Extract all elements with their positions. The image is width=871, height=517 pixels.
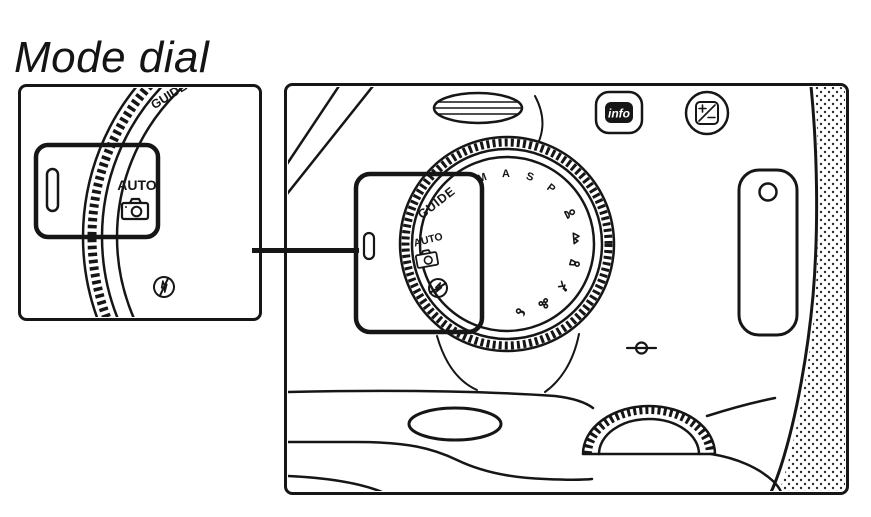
inset-drawing: GUIDE AUTO [33,84,258,317]
dial-knurl-texture [87,88,258,317]
auto-camera-icon [120,197,150,221]
auto-camera-icon [415,249,439,269]
svg-text:GUIDE: GUIDE [148,84,189,112]
command-dial-knurl [584,406,714,455]
guide-label-partial: GUIDE [148,84,189,112]
inset-highlight-box [33,142,161,240]
dial-highlight-box [353,171,485,335]
speaker-ellipse [432,91,524,125]
strap-eyelet [758,182,778,202]
exposure-compensation-button [684,90,730,136]
grip-stipple-texture [779,87,845,491]
plus-minus-icon [695,101,719,125]
mode-dial-edge-arcs [81,88,258,317]
main-panel-border [284,83,849,495]
command-dial [581,404,717,456]
dial-knurl-texture [401,138,613,350]
macro-icon [538,298,549,309]
landscape-icon [572,232,580,245]
inset-callout-panel: GUIDE AUTO [18,84,262,321]
info-button-label: info [608,107,630,121]
auto-label: AUTO [117,177,157,193]
child-icon [568,258,580,267]
night-portrait-icon [515,308,526,317]
mode-letter-s: S [525,170,536,184]
portrait-icon [563,209,576,219]
camera-illustration-panel: M A S P [284,83,849,495]
eyepiece-ellipse [407,406,503,442]
camera-body-outline [288,87,819,491]
page-title: Mode dial [14,33,210,83]
scene-mode-icons [515,209,580,317]
dial-position-marker [362,231,376,261]
mode-letter-a: A [502,168,510,180]
flash-off-icon [153,276,175,298]
side-panel-outline [737,168,799,337]
mode-dial: M A S P [398,135,616,353]
camera-top-view-drawing: M A S P [288,87,845,491]
inset-panel-border [18,84,262,321]
flash-off-icon [428,278,448,298]
callout-connector-line [252,248,359,253]
sports-icon [557,280,568,292]
info-button: info [594,90,644,135]
focal-plane-mark [625,341,658,355]
dial-position-marker [45,167,60,213]
